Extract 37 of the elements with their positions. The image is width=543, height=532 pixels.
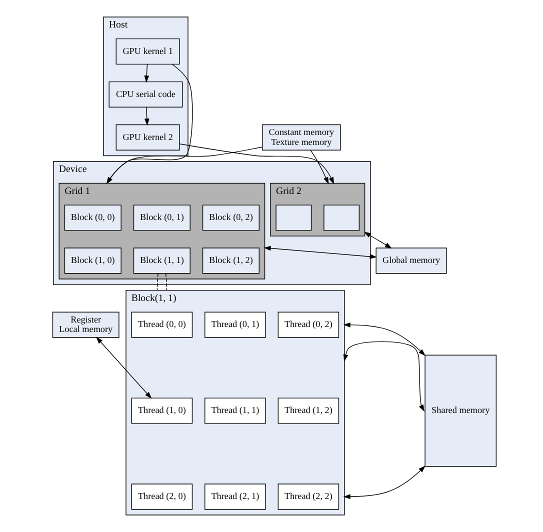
node-box: Thread (2, 2) xyxy=(277,484,339,510)
node-box: GPU kernel 1 xyxy=(115,38,180,65)
arrow xyxy=(96,336,152,399)
node-box: GPU kernel 2 xyxy=(115,124,180,150)
node-box: Register Local memory xyxy=(52,312,119,338)
node-box: Global memory xyxy=(375,248,446,274)
node-box: Block (1, 2) xyxy=(202,248,259,274)
node-box: Thread (1, 0) xyxy=(130,398,192,424)
node-box: Thread (0, 2) xyxy=(277,312,339,338)
node-box: Block (1, 1) xyxy=(132,248,190,274)
node-box: Thread (1, 1) xyxy=(204,398,266,424)
node-box: Thread (2, 0) xyxy=(130,484,192,510)
node-box xyxy=(323,204,360,231)
node-box: Block (0, 0) xyxy=(64,204,121,231)
arrow xyxy=(342,466,425,500)
node-box: Thread (0, 1) xyxy=(204,312,266,338)
node-box: Shared memory xyxy=(424,354,496,467)
node-box: Thread (2, 1) xyxy=(204,484,266,510)
node-box xyxy=(275,204,312,231)
arrow xyxy=(342,341,424,412)
connector xyxy=(164,273,167,291)
arrow xyxy=(342,322,425,356)
node-box: CPU serial code xyxy=(108,81,182,108)
node-box: Thread (0, 0) xyxy=(130,312,192,338)
arrow xyxy=(144,106,149,126)
arrow xyxy=(310,150,328,184)
node-box: Thread (1, 2) xyxy=(277,398,339,424)
connector xyxy=(156,273,158,291)
arrow xyxy=(144,64,149,83)
node-box: Block (0, 2) xyxy=(202,204,259,231)
node-box: Block (0, 1) xyxy=(132,204,190,231)
node-box: Block (1, 0) xyxy=(64,248,121,274)
arrow xyxy=(263,246,376,260)
cluster: Grid 2 xyxy=(270,182,365,236)
arrow xyxy=(363,232,392,249)
arrow xyxy=(178,144,334,184)
node-box: Constant memory Texture memory xyxy=(261,124,340,150)
